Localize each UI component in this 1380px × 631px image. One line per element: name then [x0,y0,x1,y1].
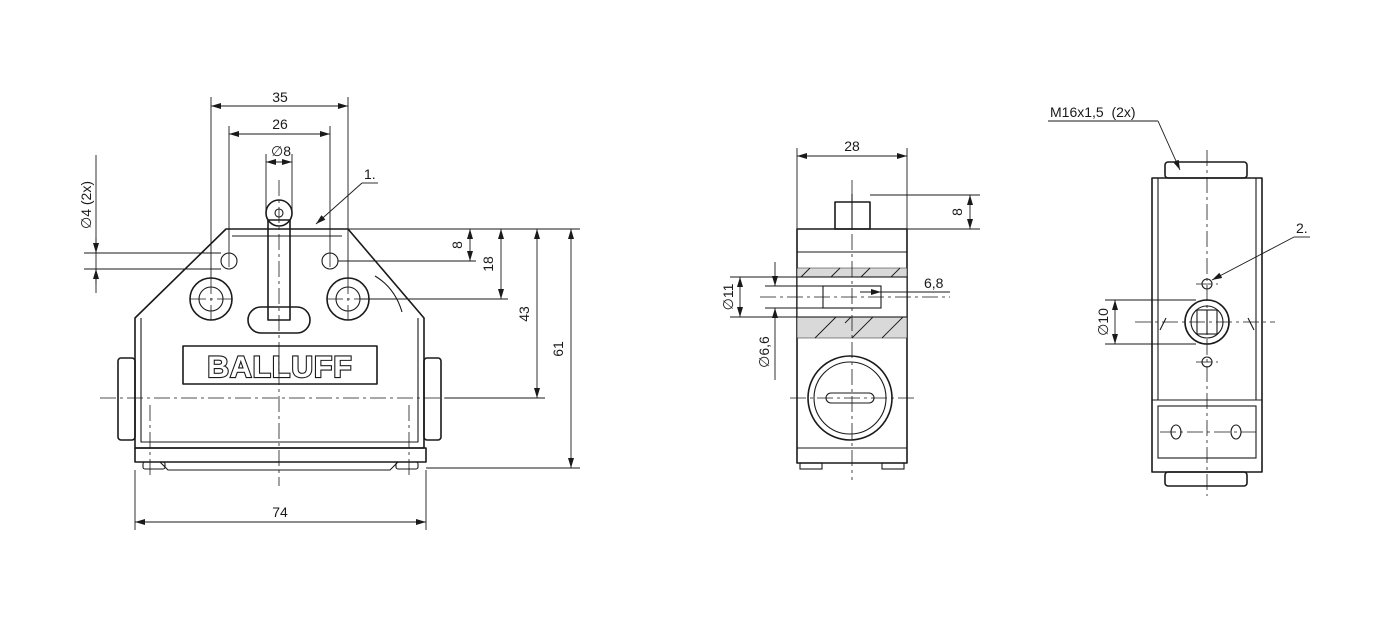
side-view: 28 8 ∅11 ∅6,6 6,8 [720,138,980,480]
side-dim-8: 8 [949,208,965,216]
dim-height-18: 18 [480,256,496,272]
rear-dim-10: ∅10 [1095,308,1111,336]
rear-bottom-gland [1164,471,1248,487]
dim-roller-diameter: ∅8 [271,143,291,159]
front-right-gland [423,357,442,441]
callout-1: 1. [364,166,376,182]
front-base-plate [134,447,427,463]
dim-height-8: 8 [449,241,465,249]
front-body-outline [134,228,425,449]
dim-26: 26 [272,116,288,132]
side-dim-28: 28 [844,138,860,154]
side-dim-66: ∅6,6 [756,336,772,368]
front-left-gland [117,357,136,441]
side-dim-68: 6,8 [924,275,944,291]
dim-height-43: 43 [516,306,532,322]
dim-35: 35 [272,89,288,105]
front-slot [247,306,311,334]
side-dim-11: ∅11 [720,283,736,310]
front-view: BALLUFF 35 26 ∅8 ∅4 (2x) [78,89,580,530]
dim-height-61: 61 [550,341,566,357]
brand-logo: BALLUFF [207,351,352,384]
brand-logo-frame [182,345,378,385]
dim-mount-hole: ∅4 (2x) [78,181,94,229]
rear-view: M16x1,5 (2x) 2. ∅10 [1048,104,1310,496]
callout-2: 2. [1296,220,1308,236]
dim-width-74: 74 [272,504,288,520]
thread-label: M16x1,5 (2x) [1050,104,1136,120]
